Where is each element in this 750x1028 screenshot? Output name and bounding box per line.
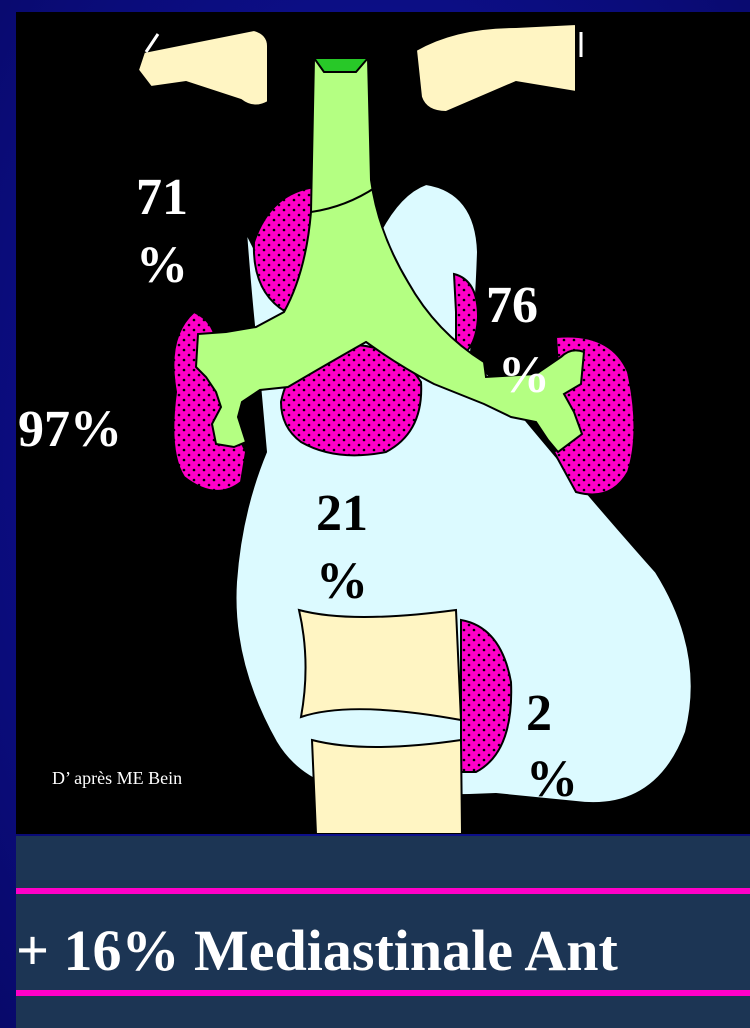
- label-lower-right: 2 %: [526, 688, 578, 806]
- source-credit: D’ après ME Bein: [52, 768, 182, 789]
- label-center: 21 %: [316, 488, 368, 608]
- diagram-panel: 71 % 76 % 97% 21 % 2 % D’ après ME Bein: [16, 12, 750, 834]
- mediastinum-diagram: [16, 12, 750, 834]
- label-upper-left: 71 %: [136, 172, 188, 292]
- footer-stripe-top: [16, 888, 750, 894]
- footer-band: + 16% Mediastinale Ant: [16, 836, 750, 1028]
- footer-stripe-bottom: [16, 990, 750, 996]
- right-clavicle: [416, 24, 576, 112]
- label-upper-right: 76 %: [486, 280, 550, 402]
- label-left-side: 97%: [18, 404, 122, 456]
- vertebra-upper: [299, 610, 461, 720]
- vertebra-lower: [312, 740, 462, 834]
- left-clavicle: [138, 30, 268, 106]
- footer-text: + 16% Mediastinale Ant: [16, 922, 618, 980]
